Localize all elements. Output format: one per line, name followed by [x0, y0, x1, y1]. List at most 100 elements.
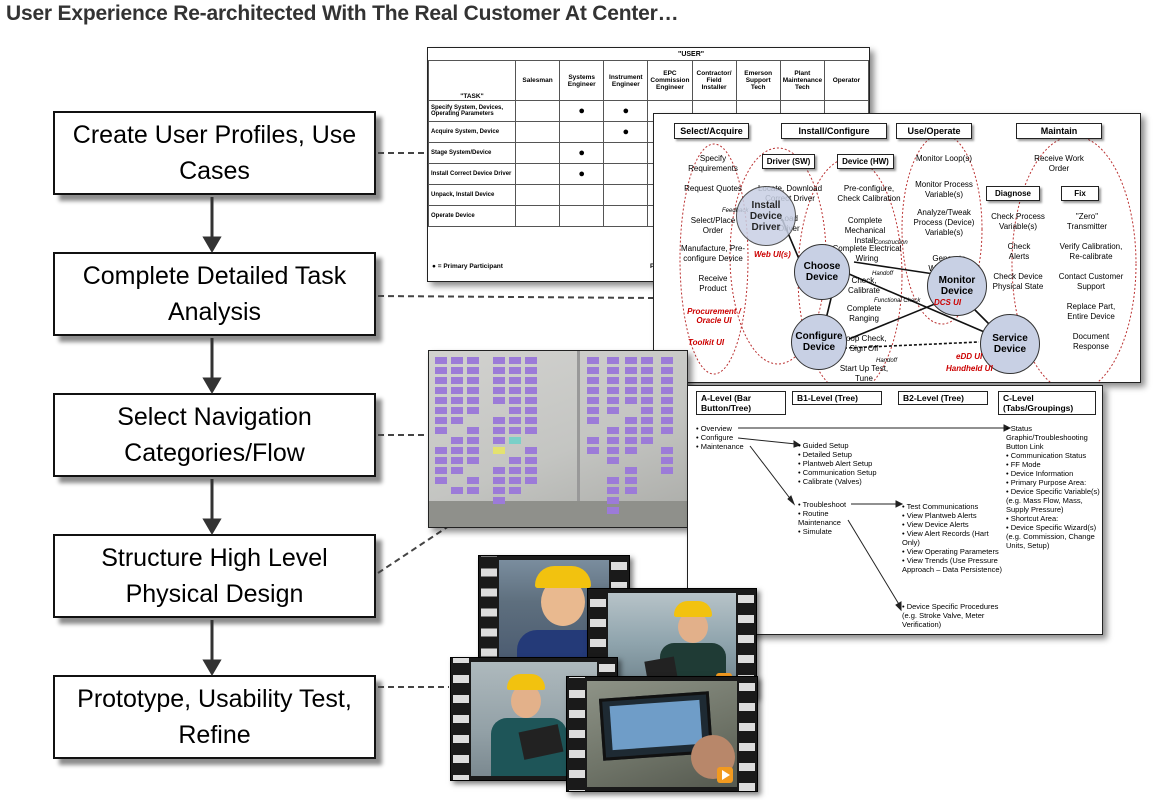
arrow-head	[1003, 424, 1012, 432]
annotation: Handoff	[876, 358, 898, 364]
arrow-head	[793, 440, 802, 448]
header-b1-level: B1-Level (Tree)	[792, 391, 882, 405]
nav-list-b2-routine: • Device Specific Procedures (e.g. Strok…	[902, 602, 1006, 629]
sticky-note	[661, 357, 673, 364]
task-cell: Acquire System, Device	[428, 121, 516, 143]
participant-dot: ●	[603, 100, 649, 122]
sticky-note	[467, 357, 479, 364]
sticky-note	[467, 387, 479, 394]
step-label: Create User Profiles, Use Cases	[72, 121, 357, 185]
nav-item: • View Trends (Use Pressure Approach – D…	[902, 556, 1003, 574]
ui-label: DCS UI	[934, 298, 962, 307]
sticky-note	[509, 357, 521, 364]
sticky-note	[625, 417, 637, 424]
link-line	[853, 261, 935, 275]
hard-hat-icon	[535, 566, 591, 588]
nav-item: • View Operating Parameters	[902, 547, 999, 556]
sticky-note	[641, 427, 653, 434]
task-cell: Install Correct Device Driver	[428, 163, 516, 185]
task-step: Document Response	[1072, 332, 1110, 351]
sticky-note	[525, 367, 537, 374]
sticky-note	[587, 437, 599, 444]
sticky-note	[451, 457, 463, 464]
header-driver-sw: Driver (SW)	[762, 154, 815, 169]
header-b2-level: B2-Level (Tree)	[898, 391, 988, 405]
sticky-note	[509, 487, 521, 494]
sticky-note	[607, 427, 619, 434]
sticky-note	[661, 427, 673, 434]
nav-item: • Overview	[696, 424, 732, 433]
sticky-note	[607, 397, 619, 404]
sticky-note	[525, 387, 537, 394]
empty-cell	[559, 184, 605, 206]
sticky-note	[451, 447, 463, 454]
nav-item: • Device Information	[1006, 469, 1074, 478]
link-line	[823, 341, 980, 350]
sticky-note	[493, 447, 505, 454]
nav-item: • View Alert Records (Hart Only)	[902, 529, 989, 547]
task-analysis-diagram: Select/Acquire Install/Configure Use/Ope…	[653, 113, 1141, 383]
connector-task-diagram	[377, 295, 654, 299]
sticky-note	[493, 417, 505, 424]
circle-label: Install Device Driver	[749, 199, 783, 233]
nav-item: • Guided Setup	[798, 441, 849, 450]
sticky-note	[467, 457, 479, 464]
sticky-note	[435, 397, 447, 404]
empty-cell	[603, 205, 649, 227]
sticky-note	[607, 387, 619, 394]
sticky-note	[587, 407, 599, 414]
empty-cell	[514, 205, 561, 227]
task-cell: Unpack, Install Device	[428, 184, 516, 206]
sticky-note	[435, 447, 447, 454]
sticky-note	[641, 377, 653, 384]
nav-item: • Device Specific Wizard(s) (e.g. Commis…	[1006, 523, 1097, 550]
header-a-level: A-Level (Bar Button/Tree)	[696, 391, 786, 415]
sticky-note	[661, 367, 673, 374]
empty-cell	[514, 184, 561, 206]
phase-oval	[901, 133, 983, 325]
sticky-note	[451, 387, 463, 394]
step-navigation: Select Navigation Categories/Flow	[53, 393, 376, 477]
task-step: Complete Electrical Wiring	[832, 244, 902, 263]
sticky-note	[587, 357, 599, 364]
sticky-note	[525, 427, 537, 434]
sticky-note	[493, 367, 505, 374]
sticky-note	[451, 397, 463, 404]
sticky-note	[509, 387, 521, 394]
sticky-note	[435, 417, 447, 424]
sticky-note	[509, 367, 521, 374]
participant-dot: ●	[559, 142, 605, 164]
sticky-note	[435, 457, 447, 464]
sticky-note	[641, 407, 653, 414]
circle-choose-device: Choose Device	[794, 244, 850, 300]
sticky-note	[451, 367, 463, 374]
sticky-note	[525, 467, 537, 474]
header-install-configure: Install/Configure	[781, 123, 887, 139]
sticky-note	[509, 457, 521, 464]
step-label: Select Navigation Categories/Flow	[117, 403, 312, 467]
sticky-note	[435, 467, 447, 474]
play-icon[interactable]	[717, 767, 733, 783]
column-header: Emerson Support Tech	[735, 60, 781, 101]
circle-monitor-device: Monitor Device	[927, 256, 987, 316]
empty-cell	[514, 100, 561, 122]
sticky-note	[467, 447, 479, 454]
sticky-note	[625, 367, 637, 374]
sticky-note	[493, 357, 505, 364]
task-cell: Specify System, Devices, Operating Param…	[428, 100, 516, 122]
header-c-level: C-Level (Tabs/Groupings)	[998, 391, 1096, 415]
step-prototype: Prototype, Usability Test, Refine	[53, 675, 376, 759]
sticky-note	[435, 407, 447, 414]
nav-list-a: • Overview• Configure• Maintenance	[696, 424, 756, 451]
sticky-note	[451, 467, 463, 474]
sticky-note	[607, 437, 619, 444]
sticky-note	[509, 377, 521, 384]
sticky-note	[607, 447, 619, 454]
sticky-note	[435, 427, 447, 434]
sticky-note	[625, 447, 637, 454]
empty-cell	[514, 163, 561, 185]
video-thumbnail-tablet-closeup[interactable]	[566, 676, 758, 792]
circle-label: Choose Device	[803, 261, 841, 283]
sticky-note	[467, 427, 479, 434]
